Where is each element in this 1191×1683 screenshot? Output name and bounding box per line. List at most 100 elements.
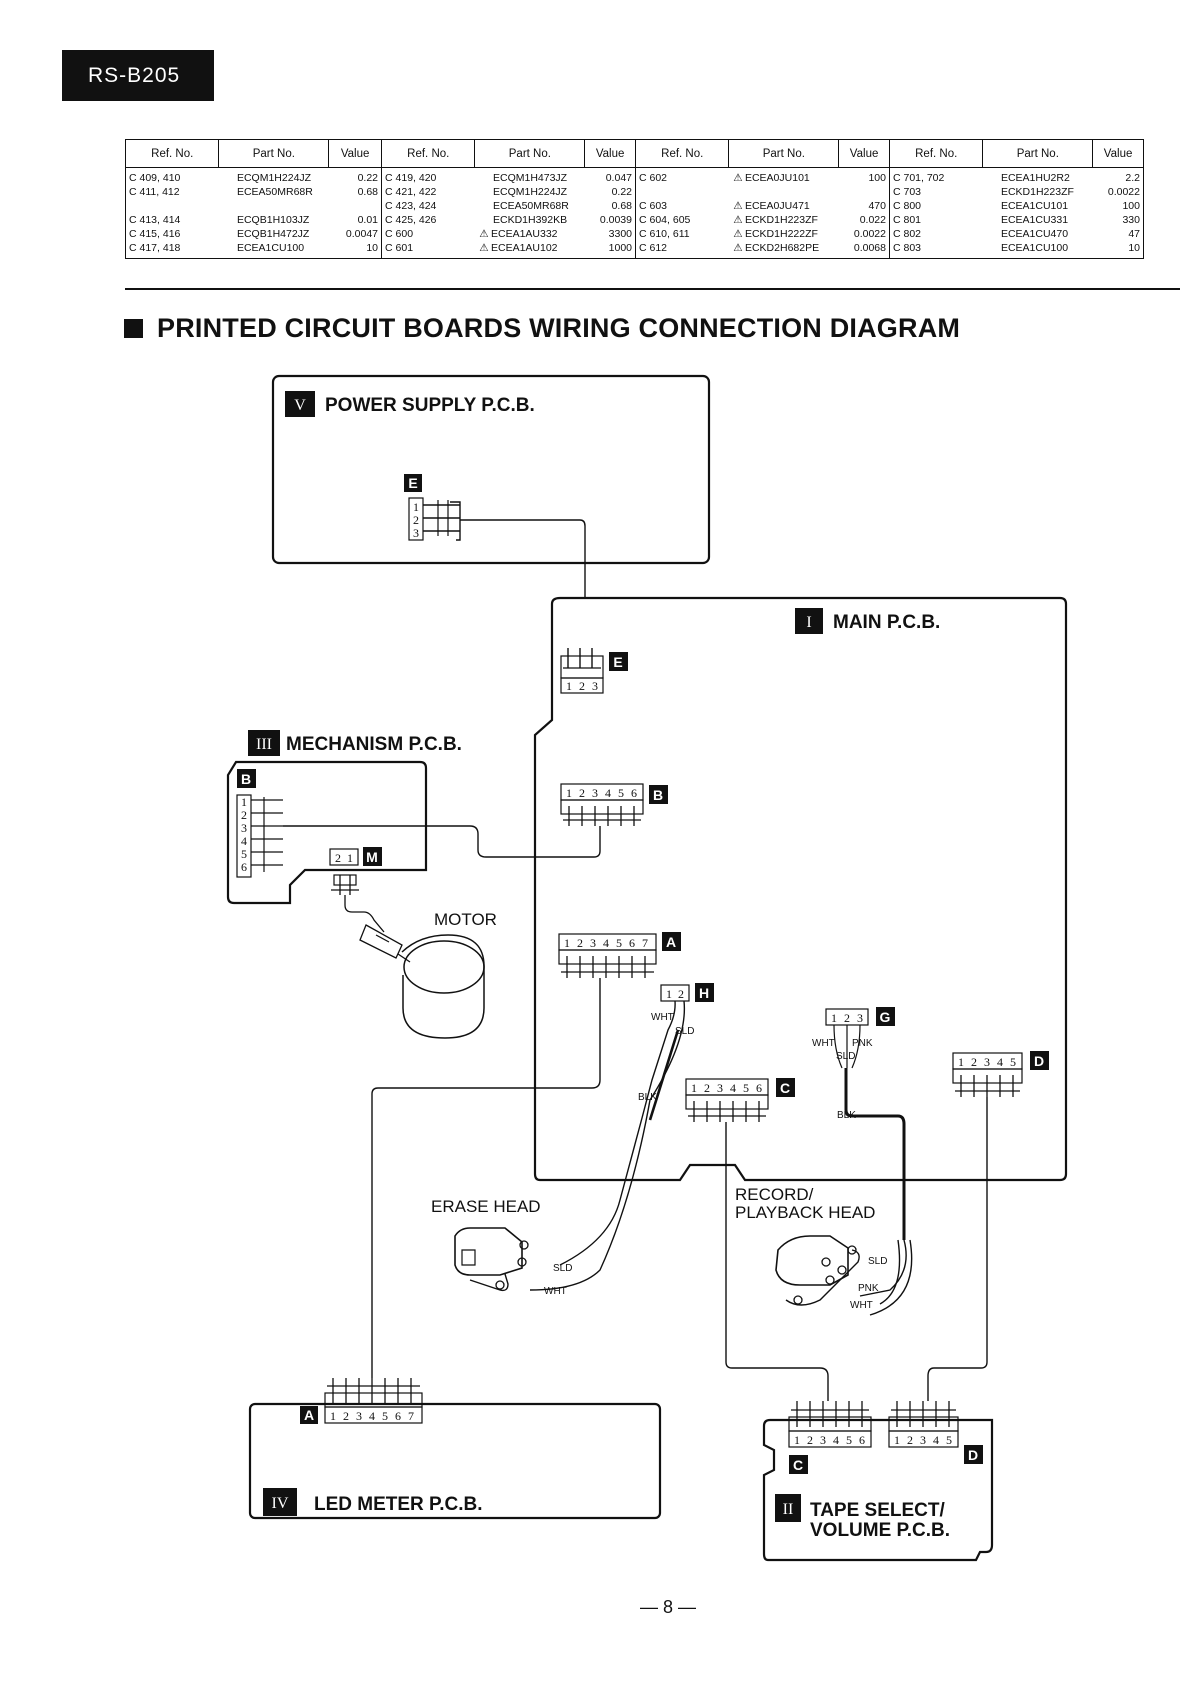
model-badge: RS-B205: [62, 50, 214, 101]
pin-label: 5: [946, 1433, 952, 1447]
part-number: ECEA1AU332: [490, 228, 558, 240]
pin-label: 2: [335, 851, 341, 865]
cell-ref: C 421, 422: [381, 185, 475, 199]
part-number: ECKD2H682PE: [744, 242, 820, 254]
cell-ref: [634, 185, 729, 199]
main-connector-a-badge: [662, 932, 681, 951]
pin-label: 1: [566, 679, 572, 693]
cell-value: 2.2: [1125, 172, 1140, 184]
mech-connector-m-letter: M: [366, 849, 378, 865]
cell-value: 3300: [608, 228, 632, 240]
pin-label: 1: [666, 987, 672, 1001]
cell-value: 0.68: [357, 186, 379, 198]
erase-head-label: ERASE HEAD: [431, 1197, 541, 1216]
safety-warning-icon: ⚠: [733, 242, 743, 254]
part-number: ECEA0JU471: [744, 200, 810, 212]
pin-label: 2: [413, 513, 419, 527]
cell-value: 10: [366, 242, 379, 254]
record-playback-head: RECORD/ PLAYBACK HEAD SLD PNK WHT: [735, 1185, 887, 1311]
pin-label: 1: [794, 1433, 800, 1447]
heading-text: PRINTED CIRCUIT BOARDS WIRING CONNECTION…: [157, 313, 961, 343]
cell-part: ⚠ECEA0JU101: [729, 168, 839, 186]
main-board: I MAIN P.C.B. 1 2 3 E 1 2 3 4 5 6 B 1 2 …: [533, 596, 1068, 1182]
main-connector-g-badge: [876, 1007, 895, 1026]
cell-ref: C 409, 410: [129, 172, 181, 184]
power-roman-badge: [285, 391, 315, 417]
cell-ref: C 801: [888, 213, 983, 227]
main-connector-a-letter: A: [666, 934, 676, 950]
pin-label: 3: [820, 1433, 826, 1447]
cell-value: 0.0047: [345, 228, 379, 240]
pin-label: 3: [857, 1011, 863, 1025]
cell-ref: C 602: [634, 167, 729, 185]
heading-bullet-icon: [124, 319, 143, 338]
pin-label: 6: [631, 786, 637, 800]
cell-value: 470: [868, 200, 886, 212]
pin-label: 2: [579, 786, 585, 800]
wire-e: [460, 519, 586, 598]
tape-connector-d-letter: D: [968, 1447, 978, 1463]
column-header: Part No.: [474, 139, 586, 168]
pin-label: 5: [382, 1409, 388, 1423]
main-roman: I: [806, 614, 811, 631]
main-connector-c-letter: C: [780, 1080, 790, 1096]
cell-ref: C 800: [888, 199, 983, 213]
pin-label: 5: [743, 1081, 749, 1095]
mechanism-roman: III: [256, 736, 272, 753]
cell-part: ECEA1CU470: [1000, 228, 1069, 240]
rp-head-label-1: RECORD/: [735, 1185, 814, 1204]
wire-a: [371, 978, 601, 1378]
pin-label: 4: [997, 1055, 1003, 1069]
pin-label: 4: [730, 1081, 736, 1095]
model-number: RS-B205: [88, 63, 181, 87]
pin-label: 1: [347, 851, 353, 865]
power-connector-e-badge: [404, 474, 422, 492]
pin-label: 1: [831, 1011, 837, 1025]
tape-label-2: VOLUME P.C.B.: [810, 1520, 950, 1541]
safety-warning-icon: ⚠: [733, 172, 743, 184]
cell-part: ECEA50MR68R: [236, 186, 313, 198]
led-roman: IV: [272, 1495, 289, 1512]
cell-ref: C 803: [888, 241, 983, 259]
wire-label: PNK: [858, 1283, 879, 1294]
power-label: POWER SUPPLY P.C.B.: [325, 395, 535, 416]
cell-value: 100: [868, 172, 886, 184]
part-number: ECEA0JU101: [744, 172, 810, 184]
wire-label: WHT: [651, 1012, 674, 1023]
pin-label: 5: [846, 1433, 852, 1447]
pin-label: 2: [579, 679, 585, 693]
cell-value: 0.0022: [1107, 186, 1140, 198]
cell-ref: C 600: [381, 227, 475, 241]
pin-label: 3: [413, 526, 419, 540]
led-meter-board: A 1 2 3 4 5 6 7 IV LED METER P.C.B.: [248, 1378, 662, 1520]
pin-label: 2: [577, 936, 583, 950]
cell-ref: C 603: [634, 199, 729, 213]
cell-part: ECEA1CU101: [1000, 200, 1069, 212]
mechanism-roman-badge: [248, 730, 280, 756]
cell-ref: C 701, 702: [888, 167, 983, 185]
led-roman-badge: [263, 1488, 297, 1516]
section-divider: [125, 288, 1180, 290]
cell-value: 47: [1128, 228, 1140, 240]
tape-roman: II: [783, 1501, 794, 1518]
column-header: Ref. No.: [381, 139, 476, 168]
main-connector-b-badge: [649, 785, 668, 804]
pin-label: 3: [241, 821, 247, 835]
pin-label: 1: [564, 936, 570, 950]
cell-part: ECKD1H223ZF: [1000, 186, 1074, 198]
led-connector-a-badge: [300, 1406, 318, 1424]
main-connector-h-badge: [695, 983, 714, 1002]
cell-ref: C 802: [888, 227, 983, 241]
main-connector-e-letter: E: [613, 654, 622, 670]
tape-label-1: TAPE SELECT/: [810, 1500, 945, 1521]
pin-label: 3: [920, 1433, 926, 1447]
tape-connector-c-badge: [789, 1455, 808, 1474]
column-header: Ref. No.: [124, 139, 220, 168]
pin-label: 3: [984, 1055, 990, 1069]
cell-ref: C 423, 424: [381, 199, 475, 213]
power-connector-e-letter: E: [408, 475, 417, 491]
